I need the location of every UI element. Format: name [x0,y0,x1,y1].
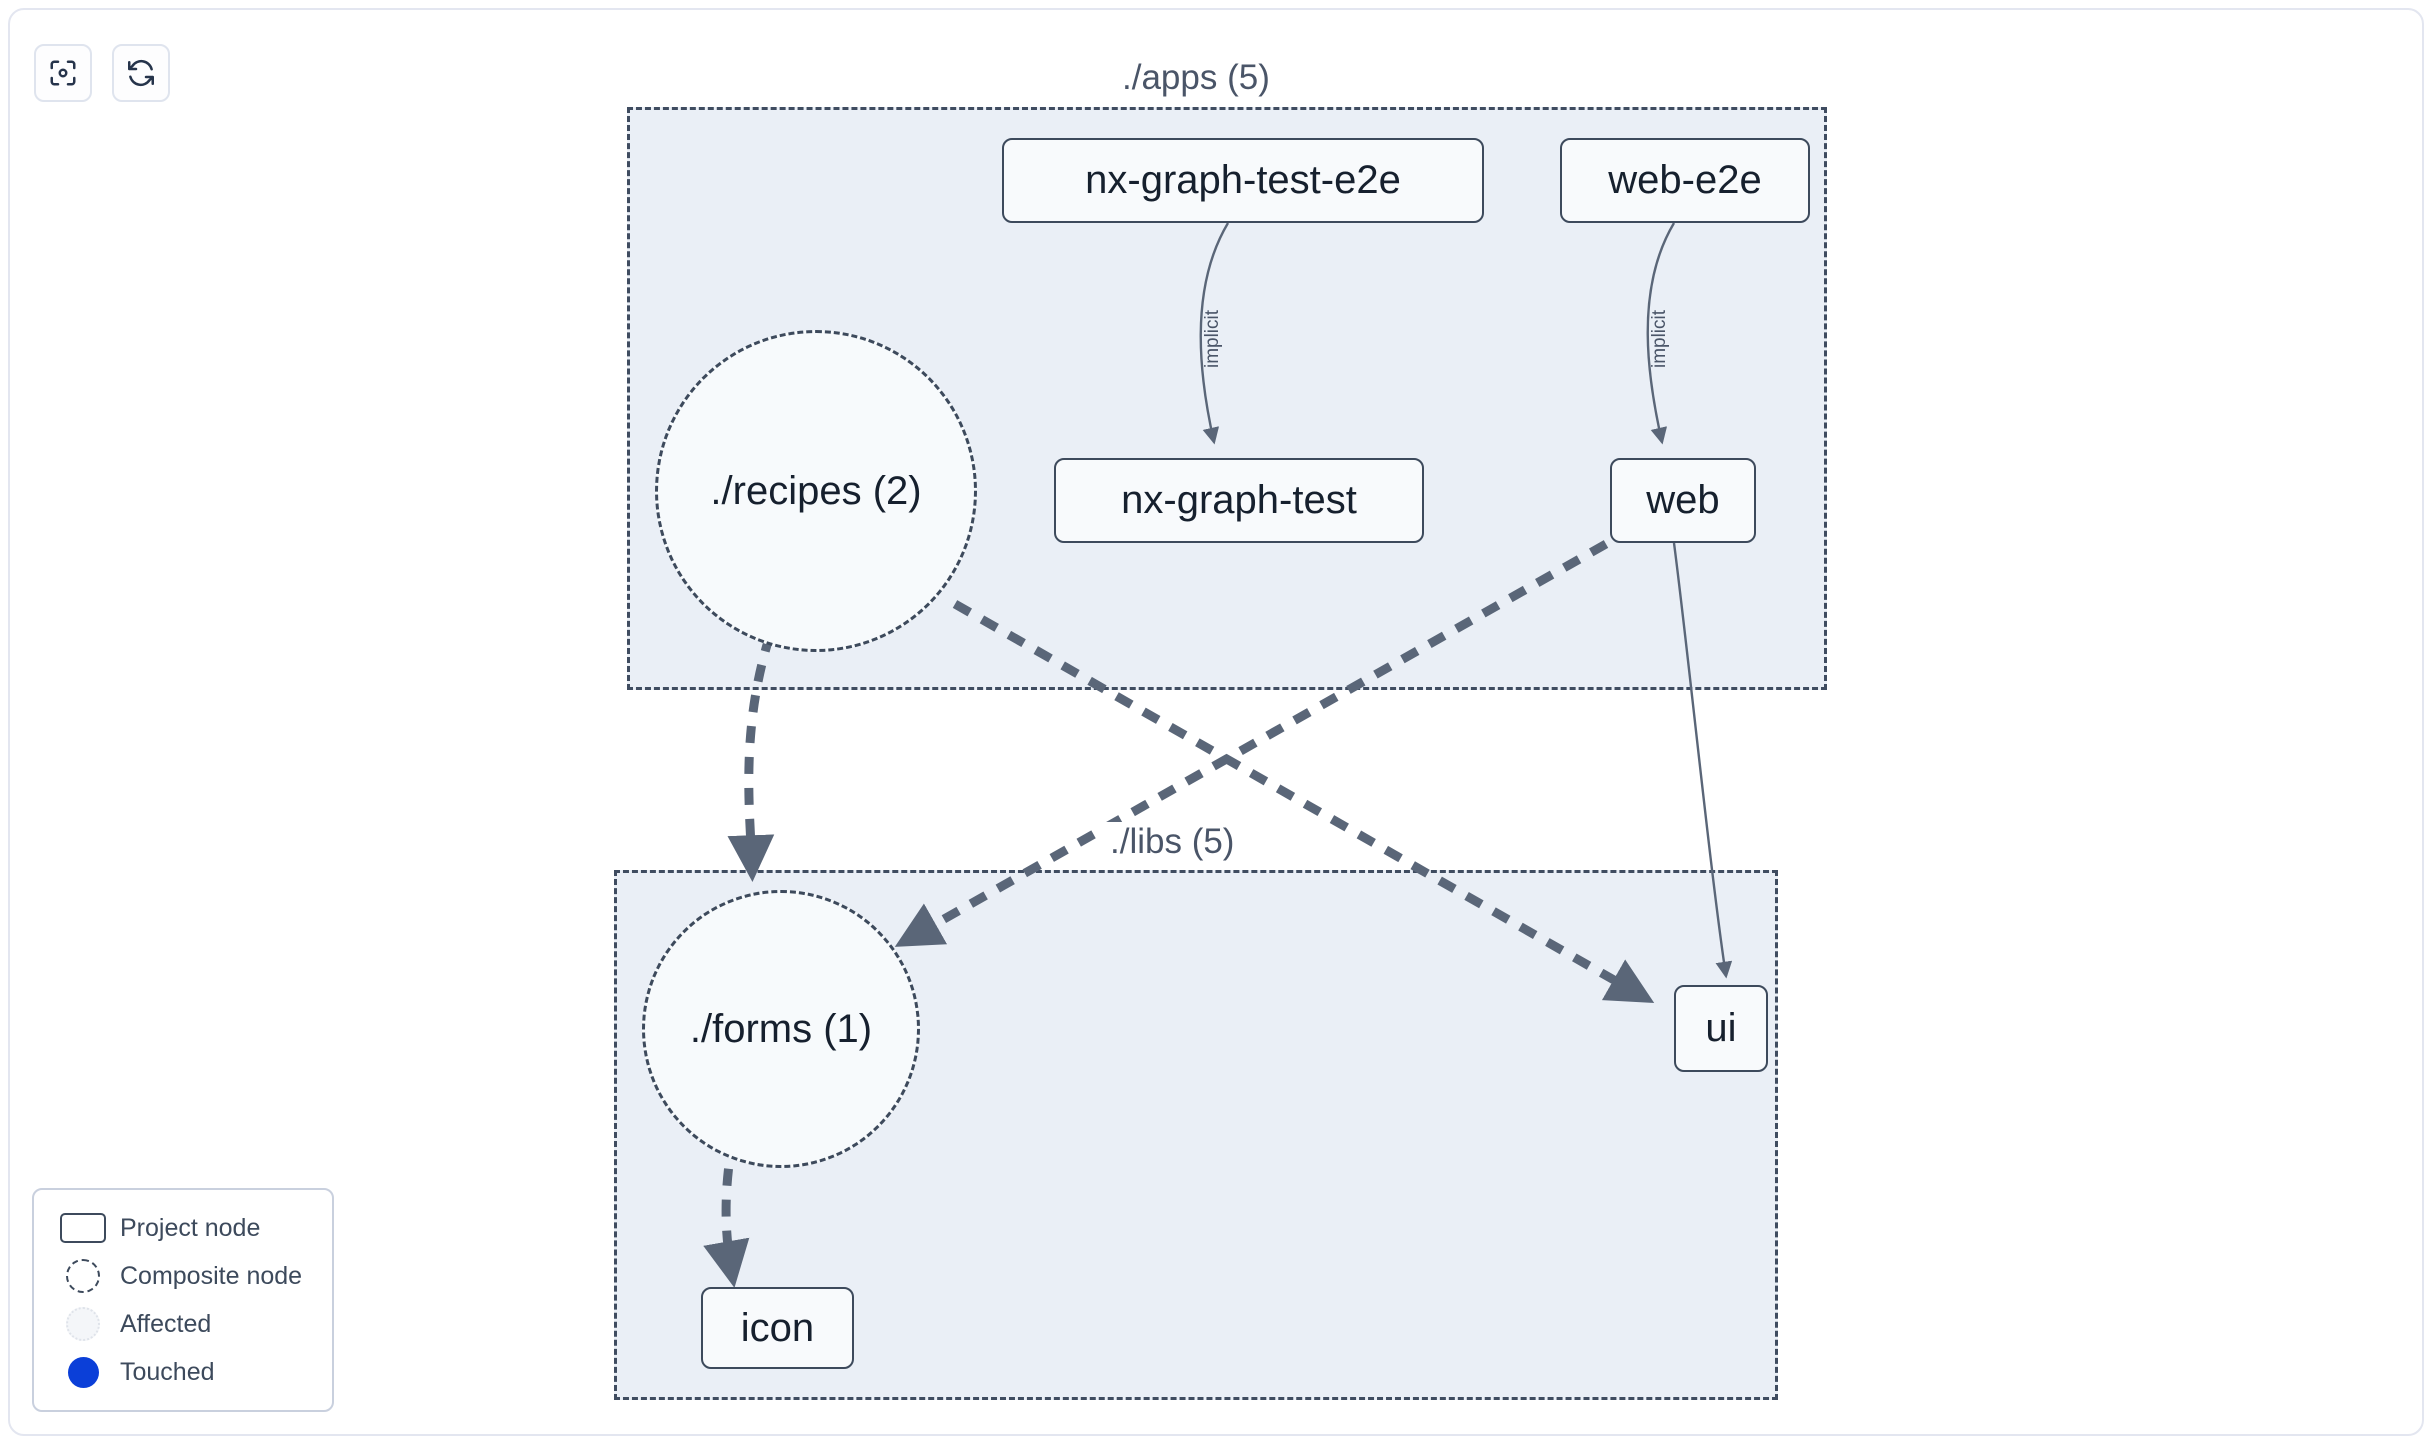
composite-node-swatch [52,1259,114,1293]
graph-canvas[interactable]: ./apps (5) ./libs (5) [10,10,2422,1434]
focus-target-icon [48,58,78,88]
node-icon[interactable]: icon [701,1287,854,1369]
project-node-swatch [52,1213,114,1243]
legend-label: Composite node [120,1261,303,1290]
group-apps-label: ./apps (5) [1110,58,1282,98]
node-web-e2e[interactable]: web-e2e [1560,138,1810,223]
affected-swatch [52,1307,114,1341]
group-libs-label: ./libs (5) [1098,822,1247,862]
legend-item-affected: Affected [52,1300,314,1348]
node-web[interactable]: web [1610,458,1756,543]
node-ui[interactable]: ui [1674,985,1768,1072]
refresh-graph-button[interactable] [112,44,170,102]
node-forms[interactable]: ./forms (1) [642,890,920,1168]
node-nx-graph-test-e2e[interactable]: nx-graph-test-e2e [1002,138,1484,223]
touched-swatch [52,1356,114,1388]
legend-item-touched: Touched [52,1348,314,1396]
graph-legend: Project node Composite node Affected Tou… [32,1188,334,1412]
legend-label: Touched [120,1357,215,1386]
legend-label: Project node [120,1213,261,1242]
focus-graph-button[interactable] [34,44,92,102]
graph-app: ./apps (5) ./libs (5) [8,8,2424,1436]
node-nx-graph-test[interactable]: nx-graph-test [1054,458,1424,543]
graph-toolbar [34,44,170,102]
legend-item-composite-node: Composite node [52,1252,314,1300]
legend-item-project-node: Project node [52,1204,314,1252]
node-recipes[interactable]: ./recipes (2) [655,330,977,652]
refresh-icon [126,58,156,88]
legend-label: Affected [120,1309,212,1338]
